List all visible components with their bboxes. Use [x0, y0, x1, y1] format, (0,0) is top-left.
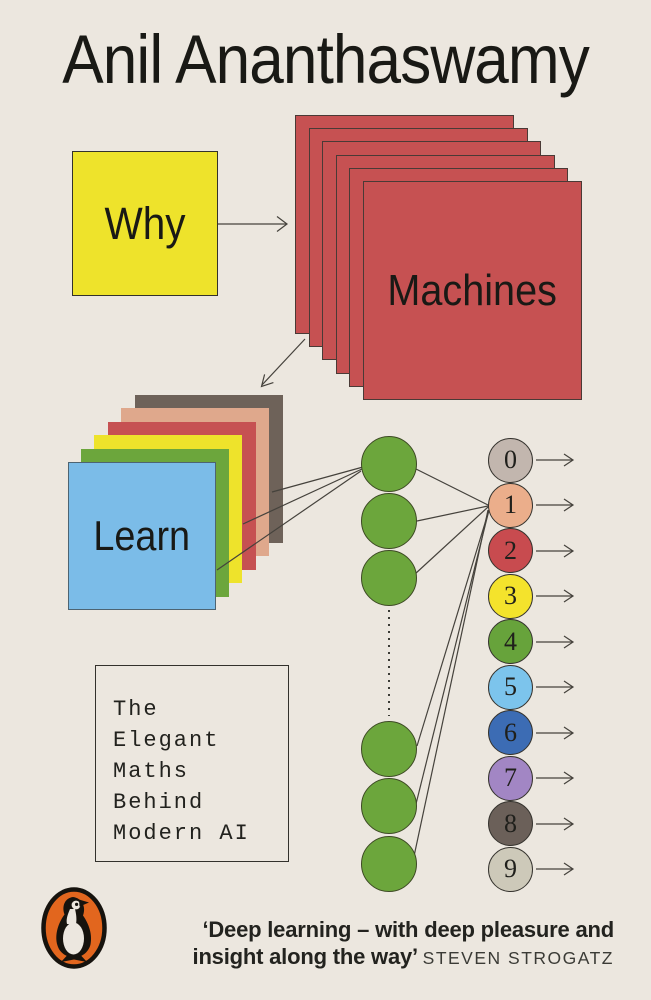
output-arrow-icon [536, 771, 575, 785]
output-row: 5 [488, 664, 581, 710]
subtitle-line: Modern AI [113, 821, 250, 846]
output-node: 5 [488, 664, 533, 710]
output-node: 0 [488, 437, 533, 483]
title-word-learn: Learn [93, 512, 191, 559]
hidden-to-node1-lines [414, 468, 489, 575]
output-row: 0 [488, 437, 581, 483]
output-node: 6 [488, 710, 533, 756]
learn-square-front: Learn [68, 462, 216, 610]
output-row: 7 [488, 755, 581, 801]
review-quote: ‘Deep learning – with deep pleasure and … [184, 916, 615, 972]
subtitle-line: The [113, 697, 159, 722]
author-name: Anil Ananthaswamy [0, 20, 651, 99]
subtitle-line: Behind [113, 790, 205, 815]
output-arrow-icon [536, 817, 575, 831]
author-name-text: Anil Ananthaswamy [62, 21, 590, 98]
hidden-node [361, 721, 417, 777]
output-node-label: 8 [504, 808, 517, 838]
penguin-logo [41, 887, 107, 969]
quote-attribution: STEVEN STROGATZ [422, 948, 614, 968]
output-node: 4 [488, 619, 533, 665]
output-node: 1 [488, 482, 533, 528]
subtitle-line: Maths [113, 759, 190, 784]
output-arrow-icon [536, 453, 575, 467]
output-row: 2 [488, 528, 581, 574]
output-node-label: 0 [504, 445, 517, 474]
subtitle-line: Elegant [113, 728, 220, 753]
output-arrow-icon [536, 589, 575, 603]
output-node-label: 6 [504, 717, 517, 747]
output-row: 9 [488, 846, 581, 892]
subtitle-box: The Elegant Maths Behind Modern AI [95, 665, 289, 862]
quote-line1: ‘Deep learning – with deep pleasure and [202, 917, 614, 942]
hidden-node [361, 778, 417, 834]
output-node-label: 3 [504, 581, 517, 611]
machines-to-learn-arrow [260, 338, 306, 388]
hidden-node [361, 436, 417, 492]
output-arrow-icon [536, 498, 575, 512]
quote-line2-text: insight along the way’ [192, 944, 417, 969]
why-to-machines-arrow [218, 216, 288, 232]
output-node-label: 1 [504, 490, 517, 520]
output-arrow-icon [536, 726, 575, 740]
output-node: 8 [488, 801, 533, 847]
output-arrow-icon [536, 680, 575, 694]
output-node-label: 9 [504, 854, 517, 884]
output-arrow-icon [536, 635, 575, 649]
output-node: 9 [488, 846, 533, 892]
output-row: 1 [488, 482, 581, 528]
output-row: 4 [488, 619, 581, 665]
why-square: Why [72, 151, 218, 296]
quote-line2: insight along the way’ STEVEN STROGATZ [184, 943, 614, 972]
output-node: 3 [488, 573, 533, 619]
output-node-label: 4 [504, 626, 517, 656]
output-row: 8 [488, 801, 581, 847]
learn-to-hidden-lines [216, 466, 364, 571]
node1-to-lower-hidden-lines [412, 509, 490, 862]
title-word-why: Why [104, 197, 186, 249]
output-row: 6 [488, 710, 581, 756]
output-row: 3 [488, 573, 581, 619]
hidden-node [361, 550, 417, 606]
output-node-label: 7 [504, 763, 517, 793]
hidden-node [361, 493, 417, 549]
hidden-node [361, 836, 417, 892]
output-node: 7 [488, 755, 533, 801]
output-node-label: 5 [504, 672, 517, 702]
machines-square-front: Machines [363, 181, 582, 400]
output-node: 2 [488, 528, 533, 574]
output-arrow-icon [536, 544, 575, 558]
output-node-label: 2 [504, 535, 517, 565]
title-word-machines: Machines [387, 265, 558, 315]
output-arrow-icon [536, 862, 575, 876]
